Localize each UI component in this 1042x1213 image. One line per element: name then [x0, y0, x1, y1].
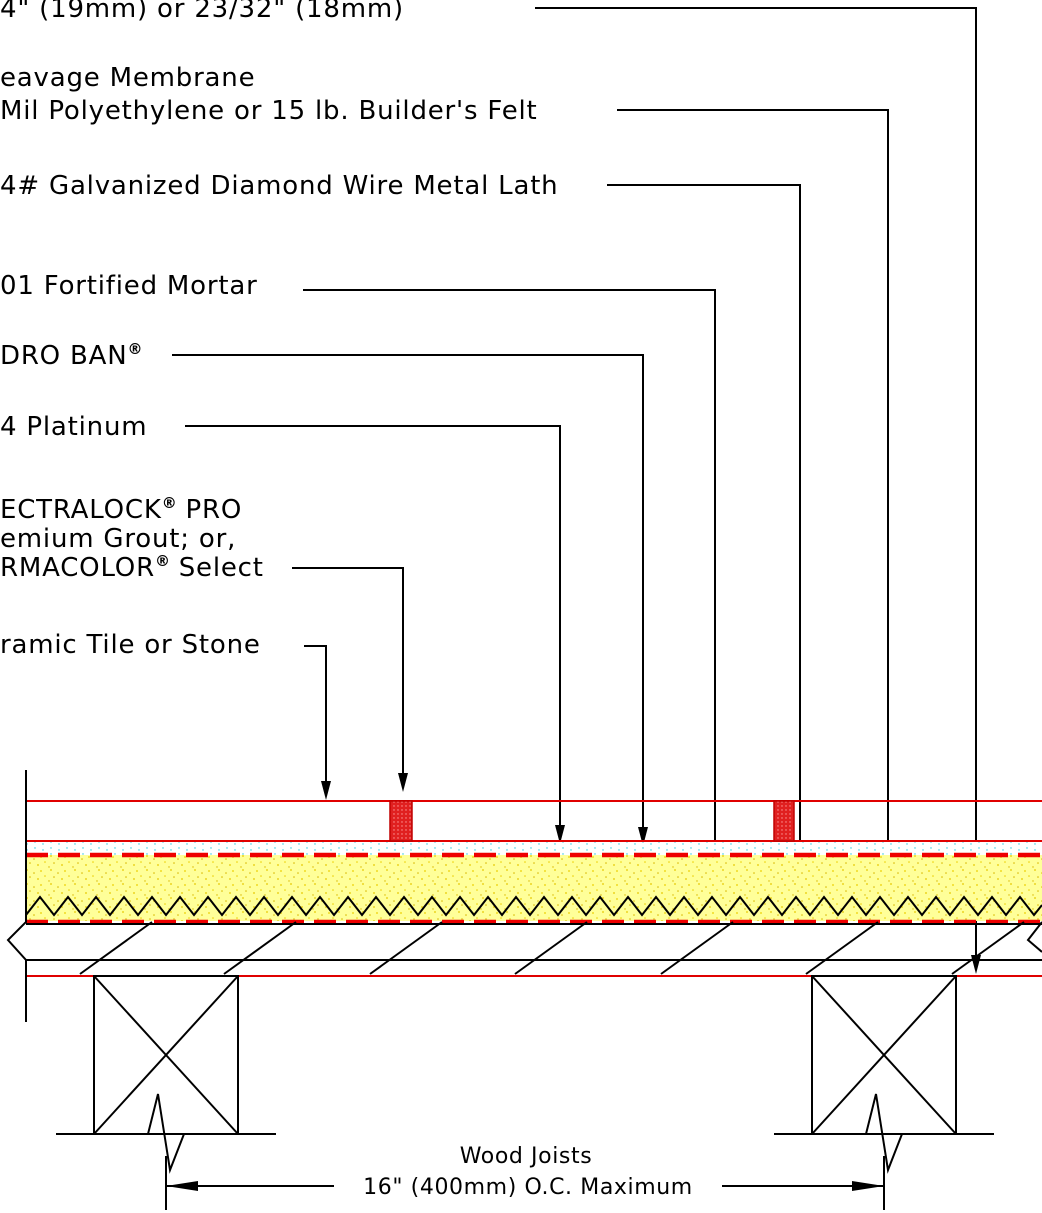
- thinset-leader: [185, 425, 561, 832]
- metal-lath-zigzag: [25, 895, 1042, 917]
- fortified-mortar-label: 01 Fortified Mortar: [0, 271, 258, 301]
- thinset-label: 4 Platinum: [0, 412, 147, 442]
- grout-label-line3: RMACOLOR® Select: [0, 552, 264, 583]
- tile-label: ramic Tile or Stone: [0, 630, 261, 660]
- waterproof-membrane-text: DRO BAN: [0, 341, 128, 371]
- wood-joist: [56, 975, 276, 1174]
- subfloor-leader: [535, 7, 977, 962]
- grout-joint: [389, 800, 413, 842]
- grout-label-line1: ECTRALOCK® PRO: [0, 494, 242, 525]
- dimension-arrowhead-left: [166, 1181, 198, 1191]
- joist-section: [93, 975, 239, 1135]
- hatch-line: [79, 921, 153, 975]
- cleavage-membrane-leader: [617, 109, 889, 906]
- hatch-line: [660, 921, 734, 975]
- tile-arrowhead: [321, 781, 331, 800]
- metal-lath-label: 4# Galvanized Diamond Wire Metal Lath: [0, 171, 558, 201]
- thinset-layer: [26, 841, 1042, 855]
- cleavage-membrane-label-line1: eavage Membrane: [0, 63, 255, 93]
- waterproof-membrane-arrowhead: [638, 827, 648, 846]
- metal-lath-leader: [607, 184, 801, 894]
- joist-cross-line: [811, 975, 957, 1135]
- fortified-mortar-leader: [303, 289, 716, 866]
- hatch-line: [805, 921, 879, 975]
- left-break-line: [6, 770, 27, 1022]
- subfloor-label: 4" (19mm) or 23/32" (18mm): [0, 0, 404, 24]
- thinset-arrowhead: [555, 825, 565, 844]
- joist-spacing-dimension: Wood Joists 16" (400mm) O.C. Maximum: [165, 1144, 885, 1210]
- dimension-arrowhead-right: [852, 1181, 884, 1191]
- waterproof-membrane-leader: [172, 354, 644, 834]
- registered-mark: ®: [162, 494, 178, 512]
- grout-joint: [773, 800, 795, 842]
- grout-arrowhead: [398, 773, 408, 792]
- dimension-title: Wood Joists: [460, 1144, 593, 1169]
- grout-leader: [292, 567, 404, 780]
- grout-label-line2: emium Grout; or,: [0, 524, 236, 554]
- subfloor-hatching: [79, 921, 1025, 975]
- wood-joist: [774, 975, 994, 1174]
- grout-brand-1: ECTRALOCK: [0, 495, 162, 525]
- leader-lines: [172, 7, 981, 974]
- dimension-value: 16" (400mm) O.C. Maximum: [363, 1175, 693, 1200]
- hatch-line: [514, 921, 588, 975]
- hatch-line: [223, 921, 297, 975]
- waterproof-membrane-label: DRO BAN®: [0, 340, 143, 371]
- joist-break-line: [56, 1093, 276, 1174]
- floor-section: [6, 770, 1042, 1174]
- hatch-line: [369, 921, 443, 975]
- grout-brand-2: RMACOLOR: [0, 553, 155, 583]
- registered-mark: ®: [155, 552, 171, 570]
- joist-cross-line: [93, 975, 239, 1135]
- joist-section: [811, 975, 957, 1135]
- grout-brand-2-suffix: Select: [179, 553, 264, 583]
- joist-break-line: [774, 1093, 994, 1174]
- registered-mark: ®: [128, 340, 144, 358]
- grout-brand-1-suffix: PRO: [186, 495, 243, 525]
- right-break-line: [1026, 921, 1042, 953]
- hatch-line: [951, 921, 1025, 975]
- cleavage-membrane-label-line2: Mil Polyethylene or 15 lb. Builder's Fel…: [0, 96, 538, 126]
- tile-leader: [304, 645, 327, 788]
